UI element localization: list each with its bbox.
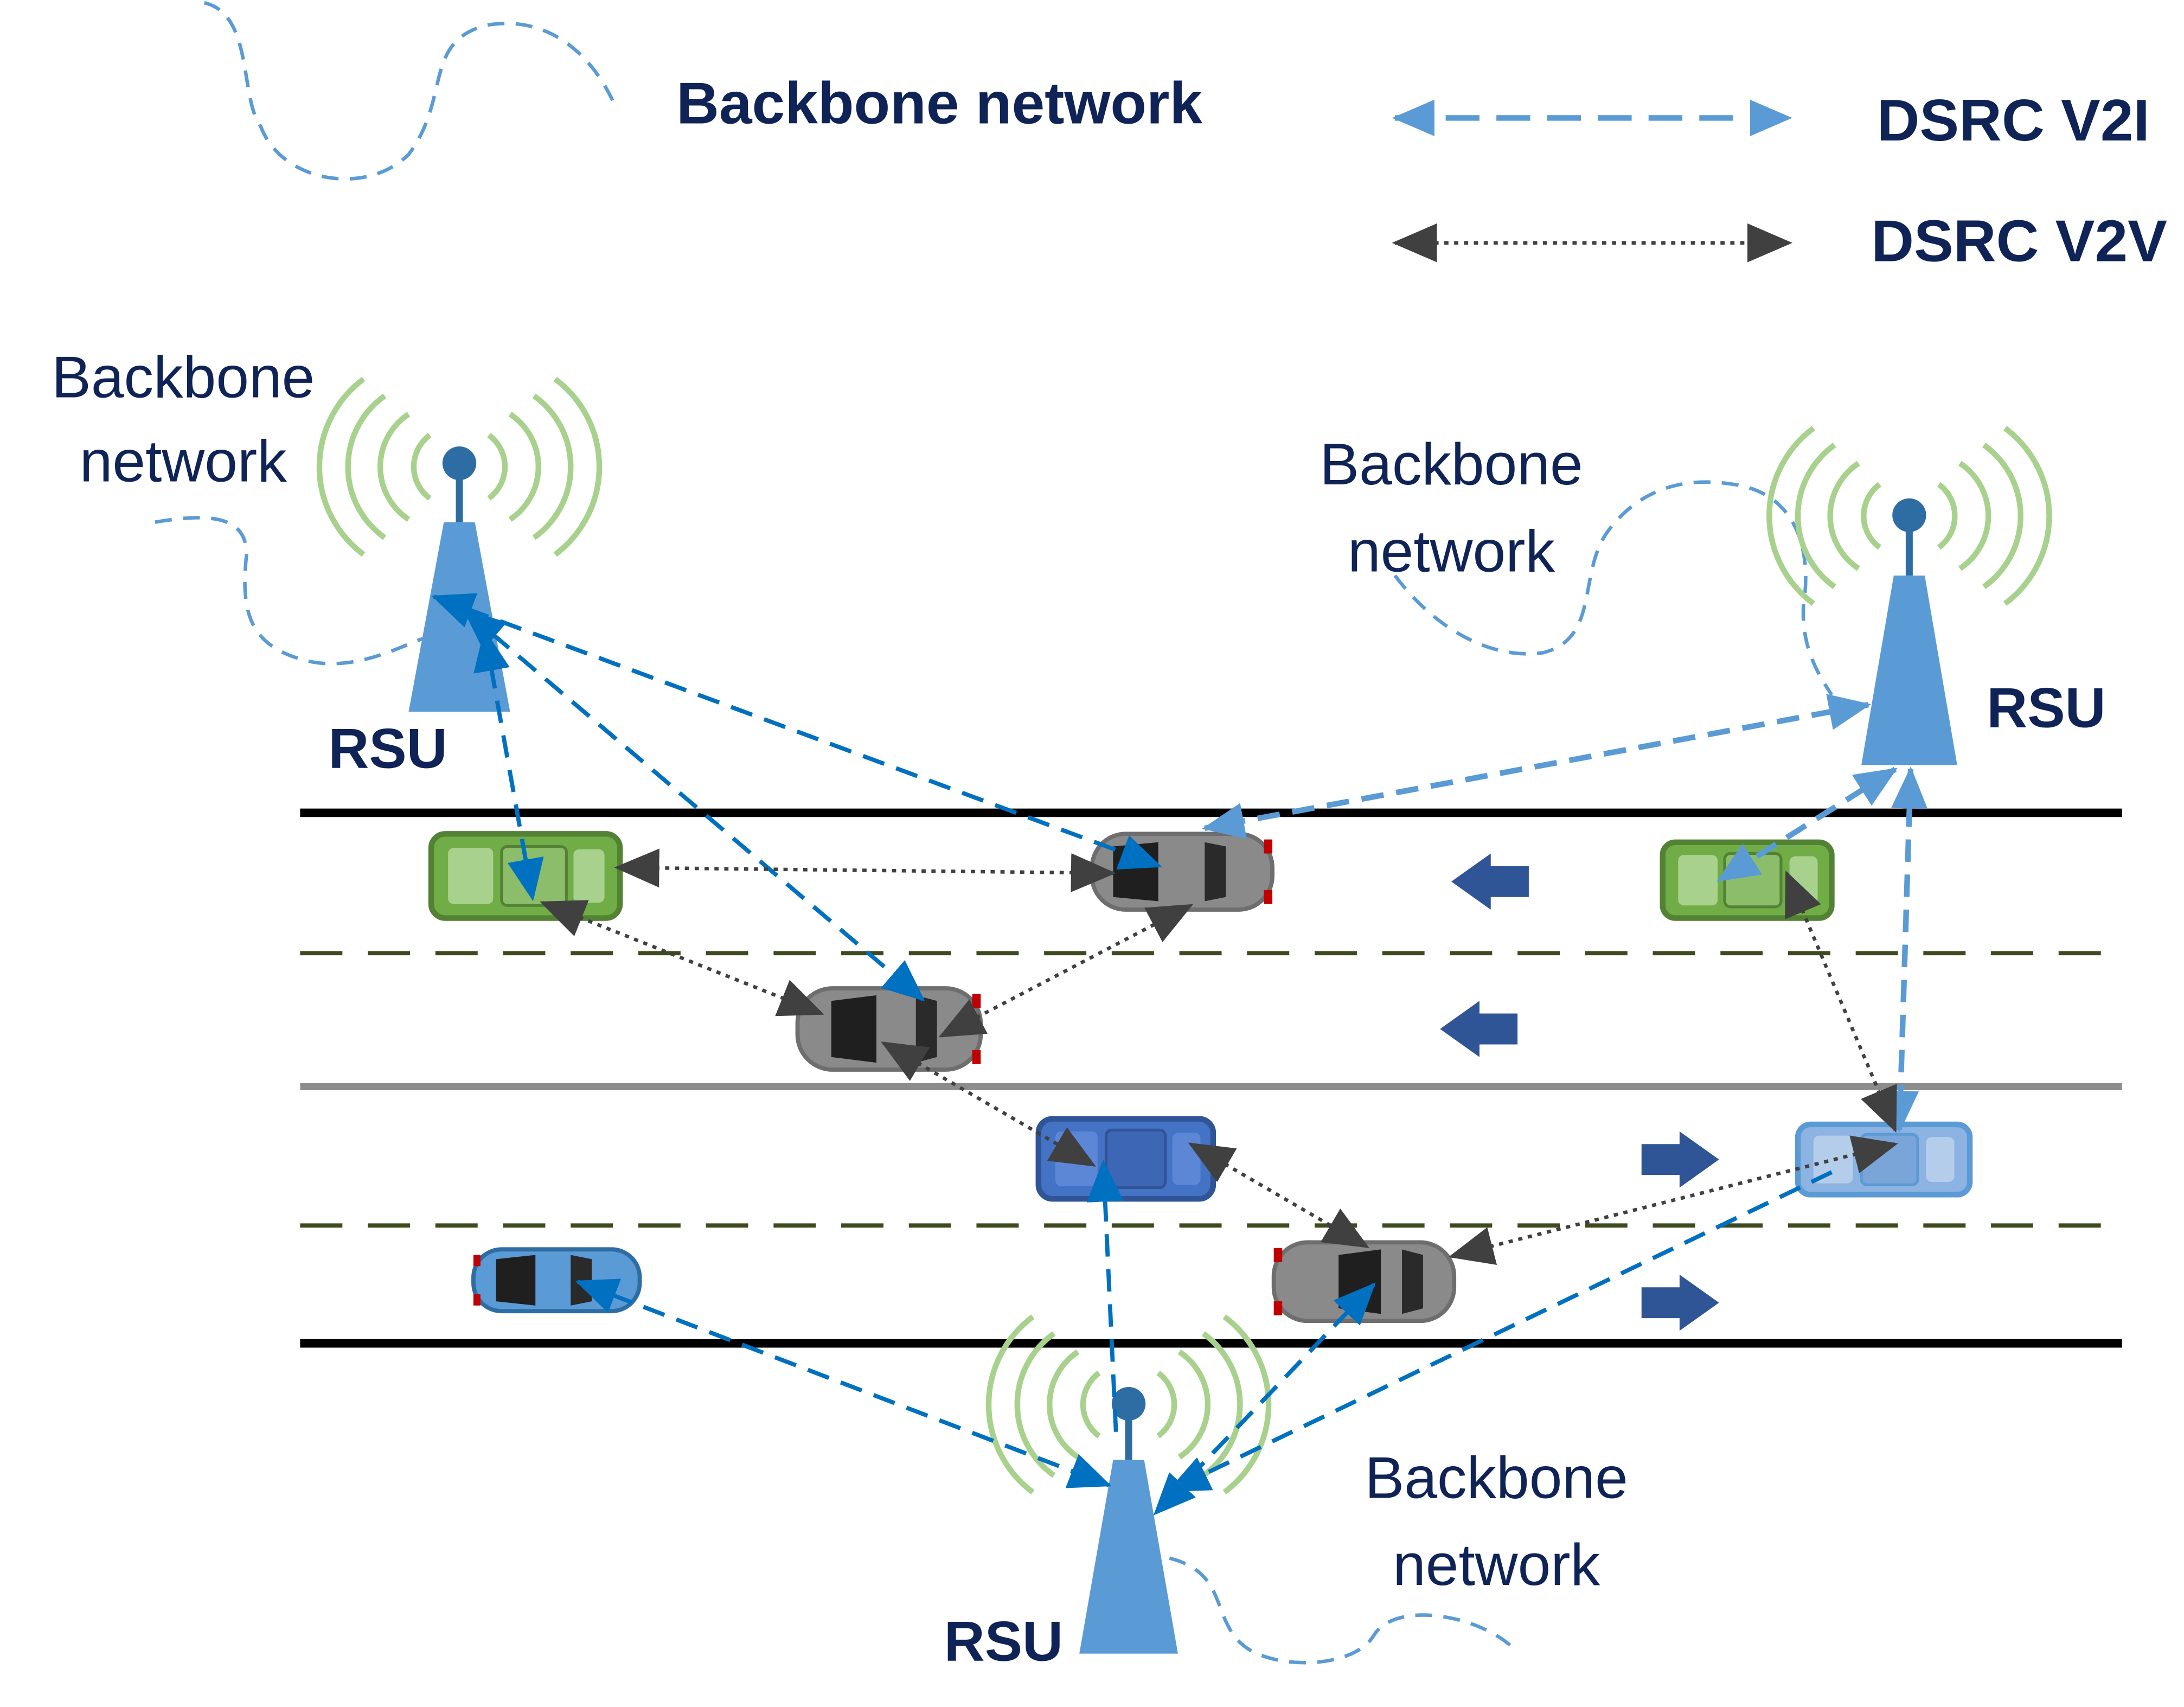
backbone-label-bottom-line1: Backbone [1365,1445,1628,1511]
v2i-link [431,593,1163,870]
backbone-label-left-line2: network [80,429,287,495]
car-blue-small [471,1247,642,1314]
direction-arrow-icon [1641,1131,1719,1188]
signal-wave-icon [316,376,603,557]
v2v-link [1448,1135,1898,1265]
direction-arrow-icon [1440,1001,1518,1057]
rsu-tower-icon [1079,1460,1178,1654]
direction-arrow-icon [1641,1274,1719,1331]
backbone-line-left [155,516,424,666]
v2i-link [1882,766,1928,1133]
backbone-label-left: Backbone network [52,344,315,495]
v2v-links [540,848,1898,1265]
v2v-link [881,1041,1096,1167]
v2i-link [1167,1170,1833,1493]
car-green-right [1660,839,1835,921]
rsu-left: RSU [316,376,603,780]
rsu-label: RSU [944,1610,1063,1673]
v2v-link [540,900,824,1016]
v2i-link [575,1278,1112,1488]
backbone-label-right-line1: Backbone [1320,431,1583,497]
legend: Backbone network DSRC V2I DSRC V2V [203,1,2167,274]
rsu-label: RSU [328,717,447,780]
car-grey-top [1090,832,1274,912]
legend-v2v-label: DSRC V2V [1871,208,2167,274]
v2i-link [463,609,925,1002]
legend-backbone-label: Backbone network [676,71,1202,137]
v2v-link [1188,1142,1369,1248]
backbone-label-bottom: Backbone network [1365,1445,1628,1598]
legend-v2i-label: DSRC V2I [1877,87,2150,154]
v2v-link [1785,870,1897,1133]
direction-arrow-icon [1451,853,1529,910]
backbone-label-bottom-line2: network [1393,1532,1600,1598]
rsu-tower-icon [1861,576,1957,765]
v2v-link [938,904,1194,1038]
backbone-label-right-line2: network [1348,519,1555,585]
backbone-label-left-line1: Backbone [52,344,315,411]
v2v-link [614,848,1117,892]
car-blue-light [1795,1121,1973,1198]
rsu-label: RSU [1987,676,2105,739]
v2i-link [1086,1159,1124,1432]
legend-backbone-line [203,1,615,181]
direction-arrows [1440,853,1719,1331]
v2i-link [1153,1282,1376,1516]
car-blue-dark [1035,1116,1216,1202]
rsu-right: RSU [1766,426,2106,765]
car-grey-bottom [1271,1240,1457,1324]
signal-wave-icon [1766,426,2052,606]
backbone-line-bottom [1169,1556,1516,1665]
rsu-bottom: RSU [944,1314,1272,1673]
backbone-label-right: Backbone network [1320,431,1583,584]
v2i-links [431,593,1928,1516]
car-green-left [428,831,623,921]
v2i-link [1202,694,1872,839]
backbone-line-right [1393,480,1834,696]
